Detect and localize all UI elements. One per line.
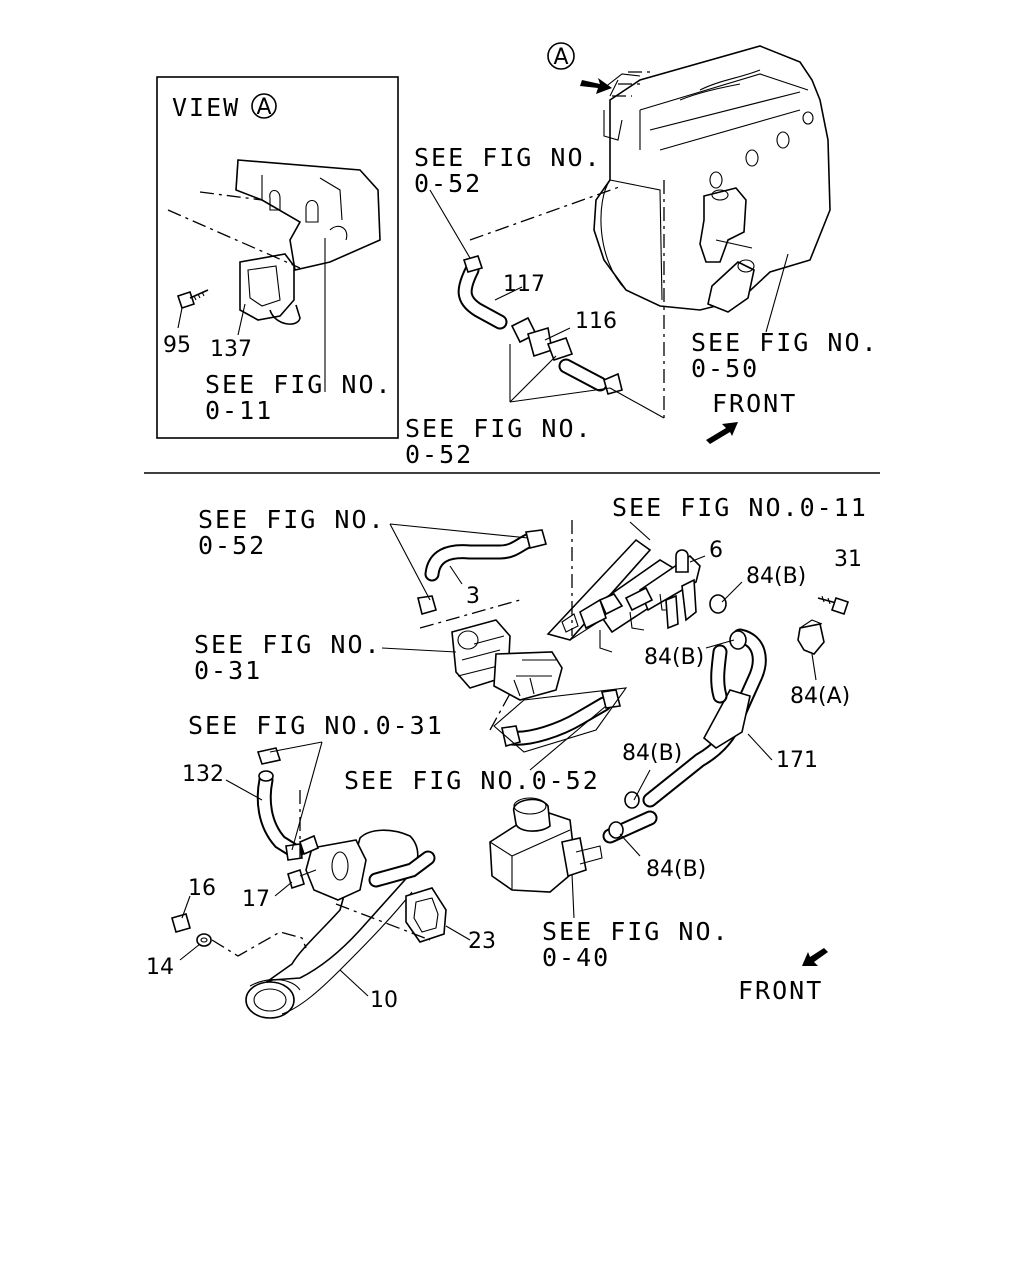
ref-84b-1: 84(B): [746, 564, 806, 589]
ref-16: 16: [188, 876, 216, 901]
view-a-frame: [156, 76, 399, 439]
top-front-label: FRONT: [712, 389, 797, 418]
ref-117: 117: [503, 272, 545, 297]
intake-manifold: [546, 538, 701, 653]
view-a-see-fig-line1: SEE FIG NO.: [205, 370, 393, 399]
bolt-17: [287, 868, 317, 890]
clamp-84b-c: [624, 791, 640, 809]
bolt-16: [171, 913, 191, 933]
ref-171: 171: [776, 748, 818, 773]
clamp-84b-a: [709, 594, 727, 614]
see-fig-011: SEE FIG NO.0-11: [612, 493, 868, 522]
bracket-84a: [797, 619, 825, 655]
ref-137: 137: [210, 337, 252, 362]
ref-31: 31: [834, 547, 862, 572]
see-fig-040-line2: 0-40: [542, 943, 610, 972]
view-a-title: VIEW: [172, 93, 240, 122]
ref-6: 6: [709, 538, 723, 563]
ref-84a: 84(A): [790, 684, 850, 709]
bolt-95: [176, 289, 209, 329]
ref-10: 10: [370, 988, 398, 1013]
see-fig-040-line1: SEE FIG NO.: [542, 917, 730, 946]
washer-14: [196, 933, 212, 947]
egr-lower-pipe: [493, 687, 628, 753]
engine-block: [593, 45, 831, 313]
see-fig-031-line1: SEE FIG NO.: [194, 630, 382, 659]
ref-132: 132: [182, 762, 224, 787]
view-a-marker-letter: A: [256, 95, 271, 120]
bottom-section: SEE FIG NO. 0-52 SEE FIG NO.0-11 6 31 84…: [146, 493, 868, 1019]
bottom-see-fig-052-left-line2: 0-52: [198, 531, 266, 560]
bottom-front-arrow: [802, 948, 828, 966]
ref-84b-3: 84(B): [622, 741, 682, 766]
egr-valve-assembly: [451, 619, 563, 701]
see-fig-052-inline: SEE FIG NO.0-52: [344, 766, 600, 795]
hose-3: [417, 529, 547, 615]
ref-116: 116: [575, 309, 617, 334]
view-a-circle-marker: A: [251, 93, 277, 120]
ref-84b-2: 84(B): [644, 645, 704, 670]
valve-116: [510, 316, 623, 395]
see-fig-031-inline: SEE FIG NO.0-31: [188, 711, 444, 740]
clamp-84b-b: [729, 630, 747, 650]
bolt-31: [817, 595, 850, 616]
marker-a-arrow: [580, 78, 612, 94]
hose-117: [457, 255, 508, 330]
marker-a-letter: A: [553, 45, 568, 70]
clamp-84b-d: [608, 821, 624, 839]
top-see-fig-052-bottom-line1: SEE FIG NO.: [405, 414, 593, 443]
view-a-head-sketch: [167, 159, 381, 392]
ref-23: 23: [468, 929, 496, 954]
view-a-panel: VIEW A 95 137 SEE FIG: [156, 76, 399, 439]
ref-3: 3: [466, 584, 480, 609]
water-pipe-10: [245, 829, 436, 1019]
top-see-fig-052-bottom-line2: 0-52: [405, 440, 473, 469]
top-see-fig-052-line1: SEE FIG NO.: [414, 143, 602, 172]
view-a-see-fig-line2: 0-11: [205, 396, 273, 425]
see-fig-050-line2: 0-50: [691, 354, 759, 383]
bottom-see-fig-052-left-line1: SEE FIG NO.: [198, 505, 386, 534]
marker-a: A: [547, 42, 612, 94]
ref-14: 14: [146, 955, 174, 980]
hose-132: [256, 747, 304, 861]
egr-cooler-block: [489, 797, 603, 893]
ref-17: 17: [242, 887, 270, 912]
ref-95: 95: [163, 333, 191, 358]
bottom-front-label: FRONT: [738, 976, 823, 1005]
top-see-fig-052-line2: 0-52: [414, 169, 482, 198]
gasket-23: [405, 887, 447, 943]
ref-84b-4: 84(B): [646, 857, 706, 882]
top-front-arrow: [706, 422, 738, 444]
see-fig-050-line1: SEE FIG NO.: [691, 328, 879, 357]
top-section: A: [405, 42, 879, 469]
see-fig-031-line2: 0-31: [194, 656, 262, 685]
